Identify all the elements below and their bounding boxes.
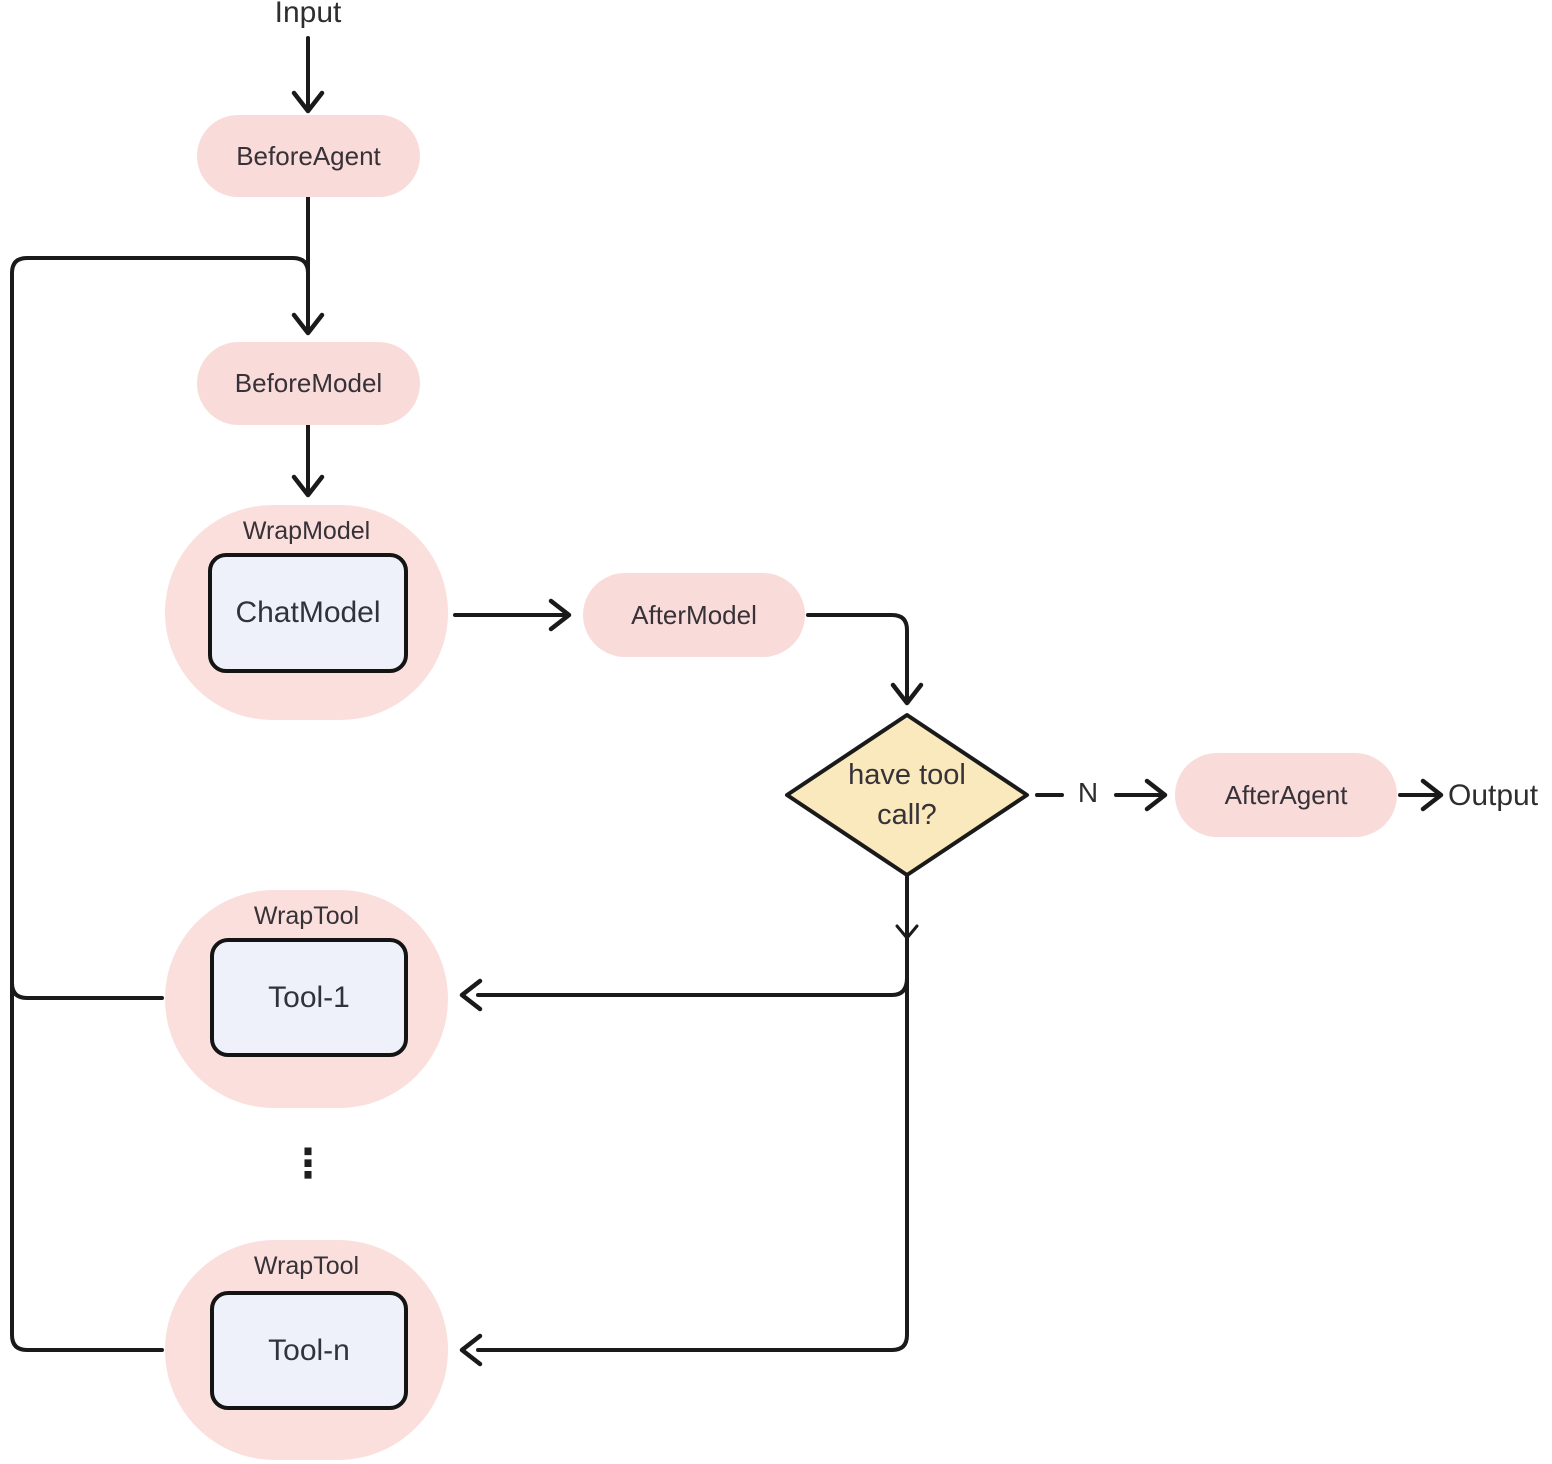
tool-n-node: Tool-n xyxy=(210,1291,408,1410)
edge-aftermodel-to-decision xyxy=(806,613,924,706)
more-tools-ellipsis: ⋮ xyxy=(288,1142,328,1186)
wrap-tool-n-group: WrapTool Tool-n xyxy=(165,1240,448,1460)
decision-question-label: have tool call? xyxy=(848,758,966,831)
after-model-node: AfterModel xyxy=(583,573,805,657)
chat-model-node: ChatModel xyxy=(208,553,408,673)
arrowhead-down-icon xyxy=(291,90,325,114)
wrap-tool-1-group: WrapTool Tool-1 xyxy=(165,890,448,1108)
before-model-node: BeforeModel xyxy=(197,342,420,425)
arrowhead-right-icon xyxy=(1144,778,1168,812)
edge-tool1-merge-loop xyxy=(10,981,164,1000)
arrowhead-right-icon xyxy=(548,598,572,632)
arrowhead-down-icon xyxy=(291,312,325,336)
edge-afteragent-to-output xyxy=(1398,778,1444,812)
edge-tool-loop-return xyxy=(10,256,310,1352)
decision-diamond xyxy=(785,713,1029,877)
edge-chatmodel-to-aftermodel xyxy=(453,598,572,632)
edge-input-to-beforeagent xyxy=(291,36,325,114)
arrowhead-down-icon xyxy=(291,474,325,498)
arrowhead-left-icon xyxy=(459,978,483,1012)
arrowhead-left-icon xyxy=(459,1333,483,1367)
tool-1-node: Tool-1 xyxy=(210,938,408,1057)
wrap-model-group: WrapModel ChatModel xyxy=(165,505,448,720)
edge-beforeagent-to-beforemodel xyxy=(291,195,325,336)
wrap-tool-n-label: WrapTool xyxy=(253,1252,360,1280)
input-terminal-label: Input xyxy=(274,0,342,29)
after-agent-node: AfterAgent xyxy=(1175,753,1397,837)
decision-no-label: N xyxy=(1077,777,1099,808)
edge-beforemodel-to-wrapmodel xyxy=(291,423,325,498)
edge-decision-no-branch xyxy=(1035,778,1168,812)
edge-decision-to-tool1 xyxy=(459,976,909,1012)
wrap-model-label: WrapModel xyxy=(242,517,371,545)
mid-arrowhead-down-icon xyxy=(895,924,919,940)
arrowhead-down-icon xyxy=(890,682,924,706)
wrap-tool-1-label: WrapTool xyxy=(253,902,360,930)
output-terminal-label: Output xyxy=(1448,779,1539,812)
before-agent-node: BeforeAgent xyxy=(197,115,420,197)
arrowhead-right-icon xyxy=(1420,778,1444,812)
edge-decision-to-tooln xyxy=(459,875,919,1367)
